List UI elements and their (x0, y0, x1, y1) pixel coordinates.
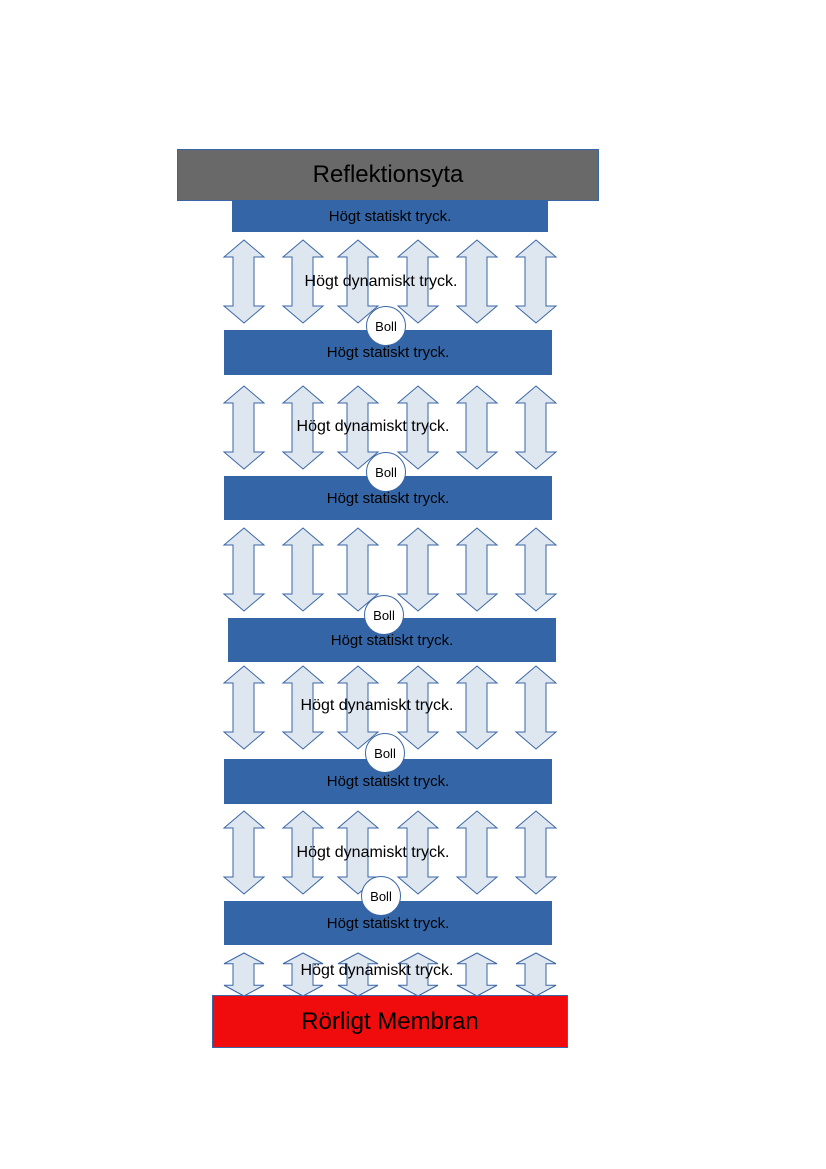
moving-membrane-label: Rörligt Membran (301, 1007, 479, 1035)
double-arrow-icon (455, 810, 499, 895)
double-arrow-icon (396, 385, 440, 470)
static-pressure-label: Högt statiskt tryck. (326, 914, 450, 932)
double-arrow-icon (222, 527, 266, 612)
ball: Boll (364, 595, 404, 635)
double-arrow-icon (281, 385, 325, 470)
double-arrow-icon (396, 665, 440, 750)
double-arrow-icon (222, 665, 266, 750)
double-arrow-icon (456, 952, 498, 997)
double-arrow-icon (222, 810, 266, 895)
double-arrow-icon (281, 810, 325, 895)
dynamic-pressure-label: Högt dynamiskt tryck. (300, 962, 454, 979)
static-pressure-bar: Högt statiskt tryck. (232, 200, 548, 232)
static-pressure-bar: Högt statiskt tryck. (224, 901, 552, 945)
double-arrow-icon (455, 527, 499, 612)
double-arrow-icon (336, 810, 380, 895)
ball: Boll (366, 306, 406, 346)
double-arrow-icon (515, 952, 557, 997)
double-arrow-icon (336, 665, 380, 750)
double-arrow-icon (514, 810, 558, 895)
double-arrow-icon (282, 952, 324, 997)
reflection-surface: Reflektionsyta (177, 149, 599, 201)
static-pressure-label: Högt statiskt tryck. (328, 207, 452, 225)
double-arrow-icon (397, 952, 439, 997)
double-arrow-icon (396, 527, 440, 612)
double-arrow-icon (455, 385, 499, 470)
double-arrow-icon (396, 810, 440, 895)
double-arrow-icon (514, 239, 558, 324)
static-pressure-label: Högt statiskt tryck. (326, 773, 450, 790)
double-arrow-icon (514, 665, 558, 750)
double-arrow-icon (223, 952, 265, 997)
dynamic-pressure-label: Högt dynamiskt tryck. (296, 844, 450, 861)
double-arrow-icon (336, 527, 380, 612)
ball: Boll (365, 733, 405, 773)
moving-membrane: Rörligt Membran (212, 995, 568, 1048)
static-pressure-label: Högt statiskt tryck. (326, 489, 450, 507)
static-pressure-label: Högt statiskt tryck. (326, 344, 450, 361)
double-arrow-icon (514, 385, 558, 470)
double-arrow-icon (396, 239, 440, 324)
double-arrow-icon (281, 665, 325, 750)
static-pressure-bar: Högt statiskt tryck. (228, 618, 556, 662)
dynamic-pressure-label: Högt dynamiskt tryck. (300, 697, 454, 714)
dynamic-pressure-label: Högt dynamiskt tryck. (304, 273, 458, 290)
double-arrow-icon (336, 385, 380, 470)
double-arrow-icon (455, 239, 499, 324)
ball: Boll (366, 452, 406, 492)
double-arrow-icon (336, 239, 380, 324)
double-arrow-icon (281, 527, 325, 612)
double-arrow-icon (455, 665, 499, 750)
ball: Boll (361, 876, 401, 916)
double-arrow-icon (281, 239, 325, 324)
dynamic-pressure-label: Högt dynamiskt tryck. (296, 418, 450, 435)
double-arrow-icon (222, 385, 266, 470)
reflection-surface-label: Reflektionsyta (312, 161, 464, 188)
static-pressure-label: Högt statiskt tryck. (330, 631, 454, 649)
double-arrow-icon (337, 952, 379, 997)
double-arrow-icon (514, 527, 558, 612)
double-arrow-icon (222, 239, 266, 324)
